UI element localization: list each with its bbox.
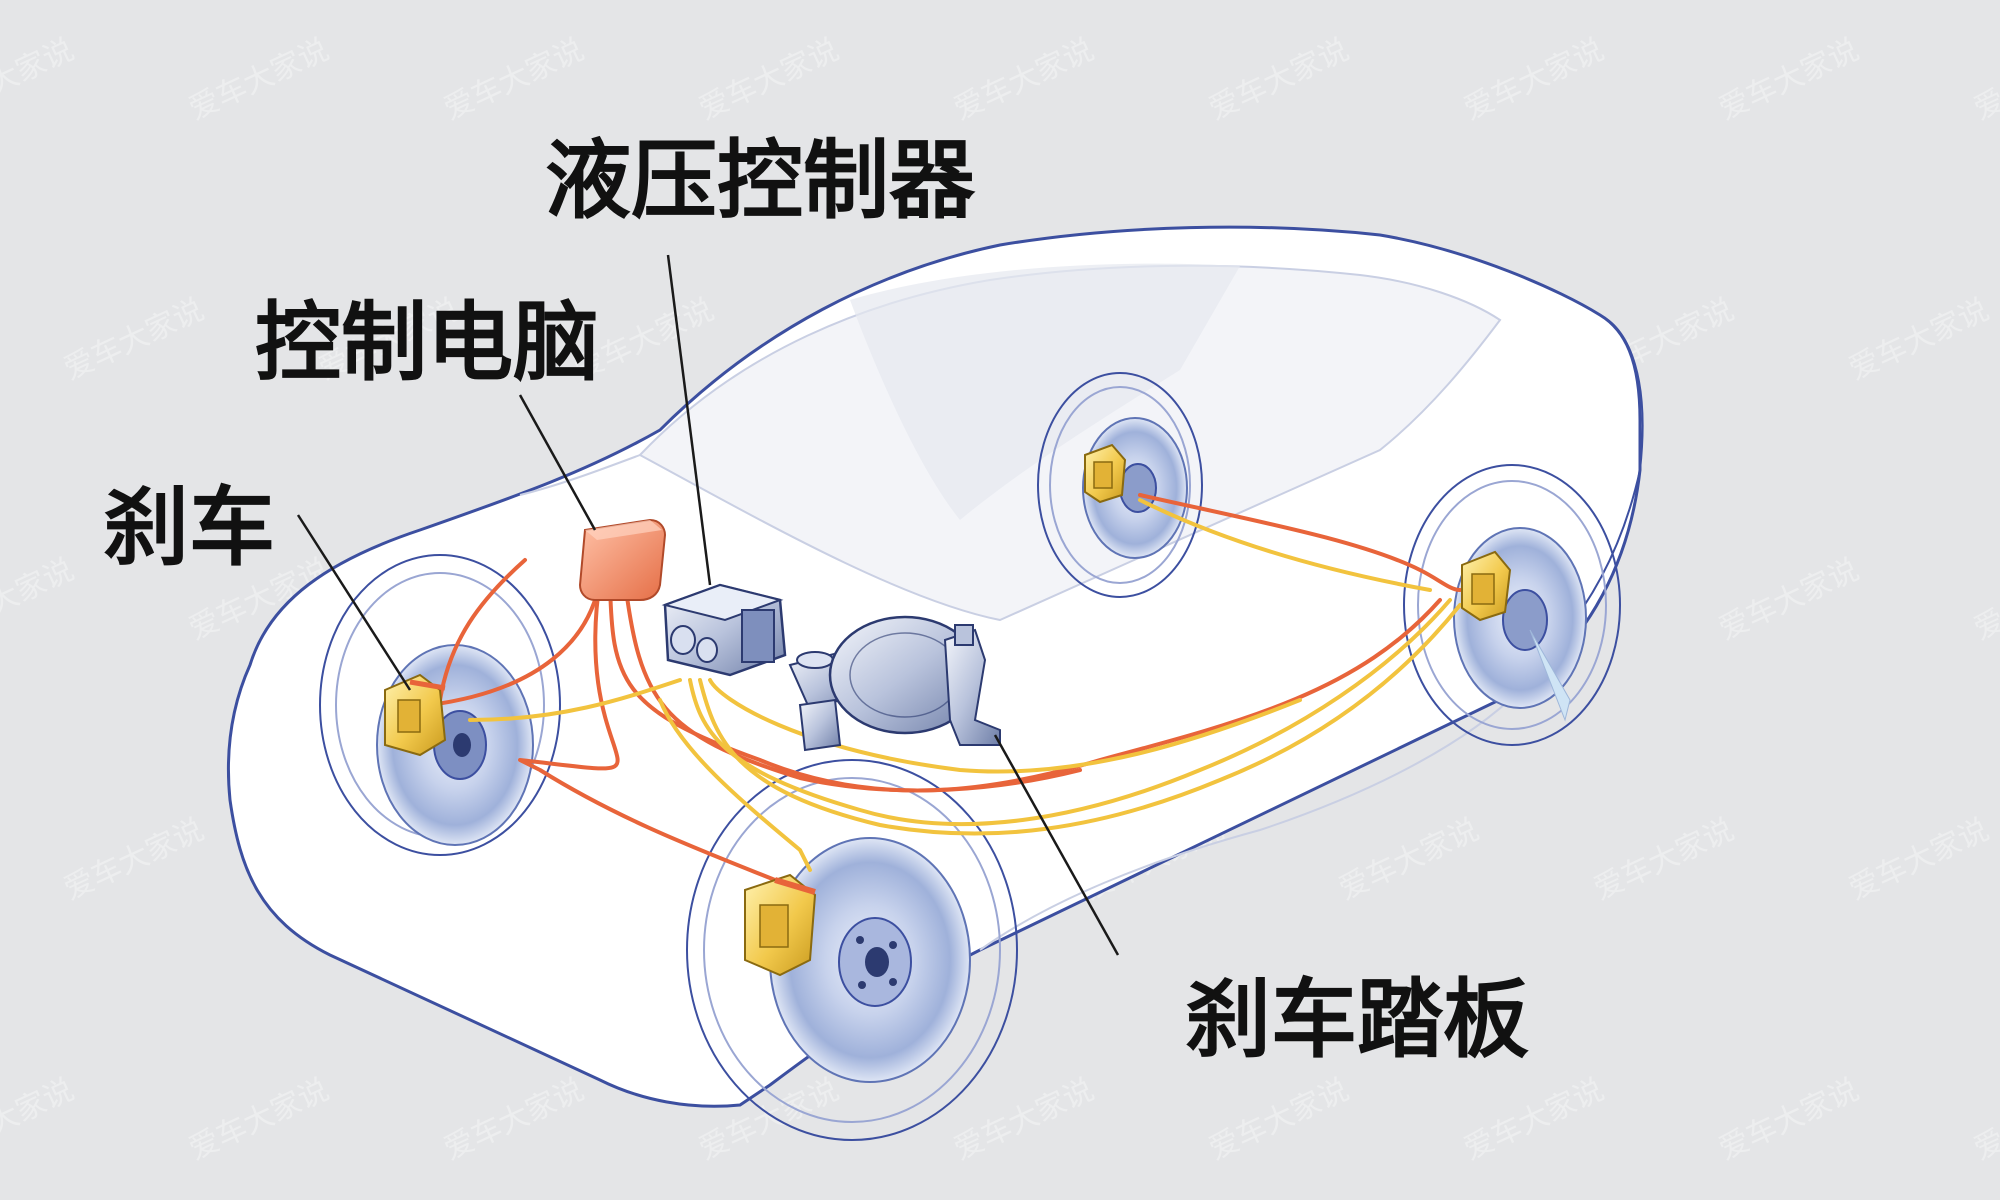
caliper-front-left: [384, 673, 447, 757]
watermark-text: 爱车大家说: [1969, 1072, 2000, 1167]
watermark-text: 爱车大家说: [0, 32, 79, 127]
watermark-text: 爱车大家说: [0, 1072, 79, 1167]
watermark-text: 爱车大家说: [1204, 1072, 1355, 1167]
watermark-text: 爱车大家说: [1714, 32, 1865, 127]
label-hydraulic-controller: 液压控制器: [545, 131, 975, 231]
leader-brake: [296, 514, 412, 691]
watermark-text: 爱车大家说: [184, 1072, 335, 1167]
watermark-text: 爱车大家说: [1334, 812, 1485, 907]
leader-control-computer: [518, 394, 597, 531]
watermark-text: 爱车大家说: [1589, 812, 1740, 907]
caliper-rear-left: [1084, 443, 1127, 504]
watermark-text: 爱车大家说: [949, 1072, 1100, 1167]
watermark-text: 爱车大家说: [439, 1072, 590, 1167]
side-line: [979, 689, 1521, 951]
wheel-arch-rear-right-inner: [1417, 480, 1607, 730]
hydraulic-controller-unit: [661, 583, 787, 677]
watermark-text: 爱车大家说: [1714, 552, 1865, 647]
wheel-arch-front-right-inner: [703, 777, 1001, 1123]
control-computer-unit: [578, 518, 667, 601]
wheel-arch-rear-left: [1037, 372, 1203, 598]
wheel-arch-front-left: [319, 554, 561, 856]
leader-lines: [296, 254, 1120, 956]
watermark-text: 爱车大家说: [1969, 32, 2000, 127]
watermark-text: 爱车大家说: [184, 32, 335, 127]
wheel-arch-rear-right: [1403, 464, 1621, 746]
caliper-rear-right: [1461, 550, 1512, 622]
watermark-text: 爱车大家说: [1844, 812, 1995, 907]
label-brake-pedal: 刹车踏板: [1185, 970, 1529, 1070]
watermark-text: 爱车大家说: [1459, 32, 1610, 127]
roof-highlight: [850, 263, 1240, 520]
label-control-computer: 控制电脑: [255, 293, 599, 393]
leader-hydraulic-controller: [666, 254, 712, 586]
wheel-arches: [319, 372, 1621, 1141]
wheel-arch-front-right: [686, 759, 1018, 1141]
brake-booster-assembly: [788, 615, 1001, 752]
disc-front-right: [769, 837, 971, 1083]
caliper-front-right: [744, 873, 817, 977]
watermark-text: 爱车大家说: [1714, 1072, 1865, 1167]
watermark-text: 爱车大家说: [1459, 1072, 1610, 1167]
watermark-text: 爱车大家说: [1969, 552, 2000, 647]
wheel-arch-rear-left-inner: [1049, 386, 1191, 584]
watermark-text: 爱车大家说: [59, 292, 210, 387]
rear-right-axle-highlight: [1529, 629, 1571, 722]
brake-pedal-arm: [943, 628, 1001, 746]
watermark-text: 爱车大家说: [949, 32, 1100, 127]
watermark-text: 爱车大家说: [1844, 292, 1995, 387]
brake-calipers: [384, 443, 1512, 977]
watermark-text: 爱车大家说: [59, 812, 210, 907]
leader-brake-pedal: [993, 734, 1120, 956]
watermark-text: 爱车大家说: [694, 32, 845, 127]
label-brake: 刹车: [103, 478, 275, 578]
watermark-text: 爱车大家说: [1204, 32, 1355, 127]
watermark-text: 爱车大家说: [439, 32, 590, 127]
hood-line: [519, 454, 641, 496]
watermark-text: 爱车大家说: [0, 552, 79, 647]
